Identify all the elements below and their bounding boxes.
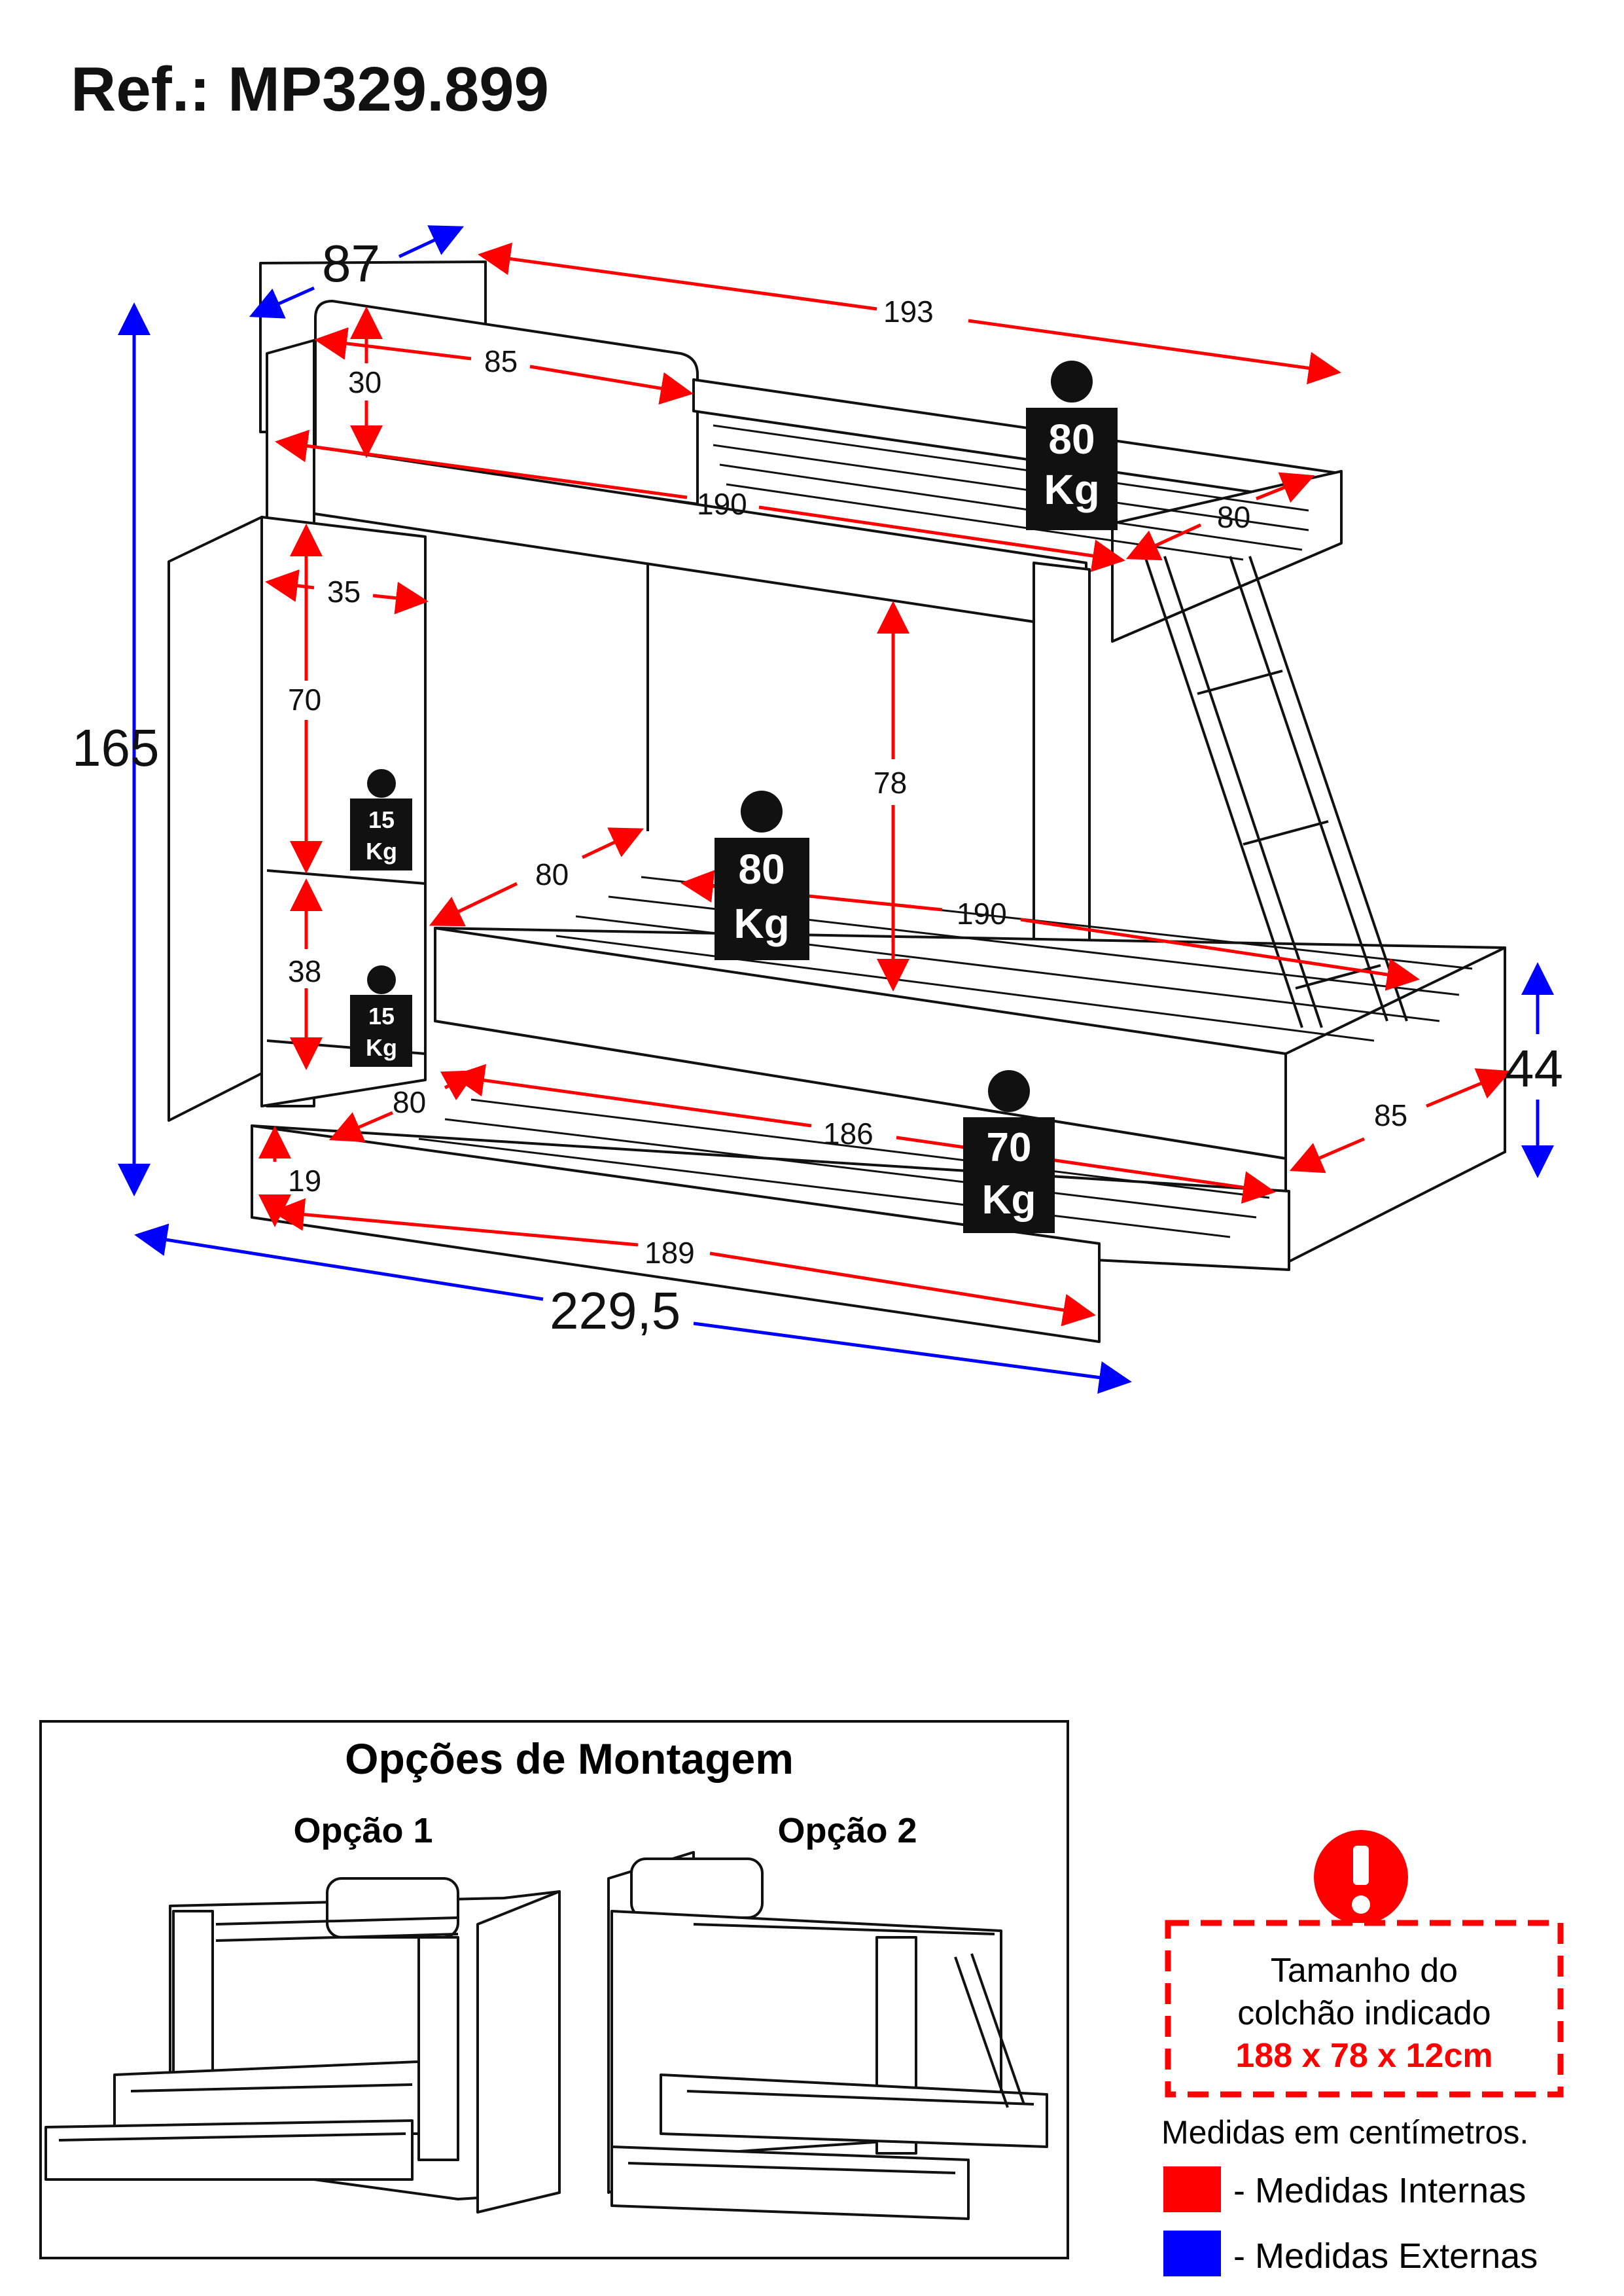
dim-trundle-len: 189 xyxy=(644,1236,695,1270)
dim-mid-bed-w: 80 xyxy=(535,857,569,891)
svg-text:Kg: Kg xyxy=(982,1177,1036,1223)
dim-total-length-ext: 229,5 xyxy=(550,1282,680,1340)
external-dimensions xyxy=(118,225,1554,1394)
svg-text:Kg: Kg xyxy=(1044,466,1099,513)
external-swatch xyxy=(1163,2231,1221,2276)
notice-line-2: colchão indicado xyxy=(1237,1994,1491,2032)
option-2-label: Opção 2 xyxy=(777,1811,917,1850)
dim-length-top-ext: 193 xyxy=(883,295,934,329)
option-2-drawing xyxy=(607,1851,1048,2220)
notice-line-1: Tamanho do xyxy=(1271,1952,1458,1990)
dim-trundle-len-inner: 186 xyxy=(823,1117,874,1151)
assembly-title: Opções de Montagem xyxy=(345,1734,794,1783)
dim-shelf-w: 35 xyxy=(327,575,361,609)
dim-headboard-w: 85 xyxy=(484,344,518,378)
weight-tag-top: 80 Kg xyxy=(1026,361,1118,530)
dim-shelf-h1: 70 xyxy=(288,683,321,717)
dim-side-depth: 85 xyxy=(1374,1098,1407,1132)
option-1-label: Opção 1 xyxy=(293,1811,432,1850)
dim-trundle-w: 80 xyxy=(393,1085,426,1119)
mattress-notice: Tamanho do colchão indicado 188 x 78 x 1… xyxy=(1165,1830,1564,2098)
weight-tag-middle: 80 Kg xyxy=(715,791,809,960)
legend-external: - Medidas Externas xyxy=(1233,2236,1538,2276)
dim-top-bed-w: 80 xyxy=(1217,500,1250,534)
weight-tag-shelf-lower: 15 Kg xyxy=(350,965,412,1067)
option-1-drawing xyxy=(44,1877,561,2214)
svg-text:80: 80 xyxy=(1048,416,1095,463)
dim-gap-h: 78 xyxy=(874,766,907,800)
dim-headboard-h: 30 xyxy=(348,365,381,399)
legend-internal: - Medidas Internas xyxy=(1233,2171,1526,2210)
dim-height-ext: 165 xyxy=(72,719,159,777)
units-note: Medidas em centímetros. xyxy=(1161,2114,1528,2151)
legend: Medidas em centímetros. - Medidas Intern… xyxy=(1161,2114,1538,2276)
svg-text:15: 15 xyxy=(368,1003,395,1030)
reference-title: Ref.: MP329.899 xyxy=(71,54,550,124)
weight-tag-shelf-upper: 15 Kg xyxy=(350,769,412,870)
svg-text:15: 15 xyxy=(368,806,395,833)
svg-text:Kg: Kg xyxy=(366,838,397,865)
internal-swatch xyxy=(1163,2166,1221,2212)
assembly-options-box: Opções de Montagem Opção 1 Opção 2 xyxy=(39,1720,1069,2259)
dim-shelf-h2: 38 xyxy=(288,954,321,988)
mattress-size: 188 x 78 x 12cm xyxy=(1235,2037,1492,2075)
internal-dimensions xyxy=(258,242,1511,1327)
dim-depth-ext: 87 xyxy=(322,234,380,293)
dim-mid-bed-len: 190 xyxy=(957,897,1007,931)
dimension-labels: 87 193 165 229,5 44 30 85 190 80 35 70 3… xyxy=(72,234,1563,1340)
svg-text:80: 80 xyxy=(738,846,785,893)
dim-low-height-ext: 44 xyxy=(1505,1039,1563,1098)
dim-top-bed-len: 190 xyxy=(697,487,747,521)
svg-text:Kg: Kg xyxy=(366,1034,397,1061)
svg-text:Kg: Kg xyxy=(733,900,789,947)
weight-tag-trundle: 70 Kg xyxy=(963,1070,1055,1233)
dim-trundle-h: 19 xyxy=(288,1164,321,1198)
svg-text:70: 70 xyxy=(987,1125,1032,1170)
